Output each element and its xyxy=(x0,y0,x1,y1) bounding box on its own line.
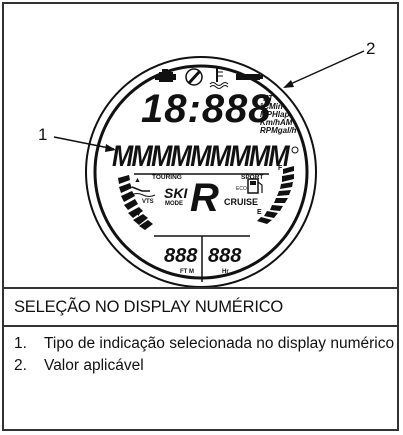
bottom-right-digits: 888 xyxy=(208,245,242,267)
ski-mode-label: MODE xyxy=(165,201,183,207)
left-bar-graph xyxy=(118,175,153,230)
unit-label-2: °CMin xyxy=(260,102,283,111)
vts-icon xyxy=(130,186,156,197)
legend-item: 2. Valor aplicável xyxy=(4,357,397,375)
gauge-diagram: 18:888 °FT °CMin MPHlap Km/hAM RPMgal/h … xyxy=(38,39,375,288)
legend-text: Valor aplicável xyxy=(44,357,144,374)
unit-label-3: MPHlap xyxy=(260,110,289,119)
callout-1: 1 xyxy=(38,125,47,144)
legend-number: 1. xyxy=(14,335,27,352)
bottom-left-unit: FT M xyxy=(180,269,194,275)
legend-item: 1. Tipo de indicação selecionada no disp… xyxy=(4,335,397,353)
wrench-icon xyxy=(185,68,203,86)
eco-label: ECO xyxy=(236,186,247,192)
gear-indicator: R xyxy=(190,176,219,220)
fuel-empty-label: E xyxy=(257,209,262,216)
temperature-icon xyxy=(209,68,229,89)
callout-2: 2 xyxy=(366,39,375,58)
gauge-figure: 18:888 °FT °CMin MPHlap Km/hAM RPMgal/h … xyxy=(4,4,397,288)
fuel-full-label: F xyxy=(278,165,283,172)
top-digits: 18:888 xyxy=(141,87,272,131)
bottom-right-unit: Hr xyxy=(222,269,229,275)
callout-2-leader xyxy=(285,50,365,87)
unit-label-1: °FT xyxy=(260,94,274,103)
engine-icon xyxy=(155,69,176,82)
right-bar-graph xyxy=(257,166,294,224)
fuel-pump-icon xyxy=(247,178,263,194)
unit-label-5: RPMgal/h xyxy=(260,126,297,135)
mode-touring: TOURING xyxy=(152,174,182,181)
callout-2-arrowhead xyxy=(283,80,294,88)
unit-label-4: Km/hAM xyxy=(260,118,293,127)
ski-label: SKI xyxy=(164,185,188,201)
left-down-arrow: ▼ xyxy=(135,211,142,218)
figure-caption-bar: SELEÇÃO NO DISPLAY NUMÉRICO xyxy=(4,287,397,327)
battery-icon xyxy=(236,74,263,80)
figure-caption: SELEÇÃO NO DISPLAY NUMÉRICO xyxy=(14,298,284,316)
vts-label: VTS xyxy=(142,199,154,205)
left-up-arrow: ▲ xyxy=(134,177,141,184)
legend-list: 1. Tipo de indicação selecionada no disp… xyxy=(4,335,397,379)
callout-1-leader xyxy=(53,136,115,150)
matrix-display: MMMMMMMMM xyxy=(112,140,291,173)
cruise-label: CRUISE xyxy=(224,197,258,207)
bottom-left-digits: 888 xyxy=(164,245,198,267)
degree-dot xyxy=(291,146,299,154)
mode-sport: SPORT xyxy=(241,174,263,181)
legend-number: 2. xyxy=(14,357,27,374)
callout-1-arrowhead xyxy=(105,144,116,152)
figure-frame: 18:888 °FT °CMin MPHlap Km/hAM RPMgal/h … xyxy=(2,2,399,431)
legend-text: Tipo de indicação selecionada no display… xyxy=(44,335,395,352)
